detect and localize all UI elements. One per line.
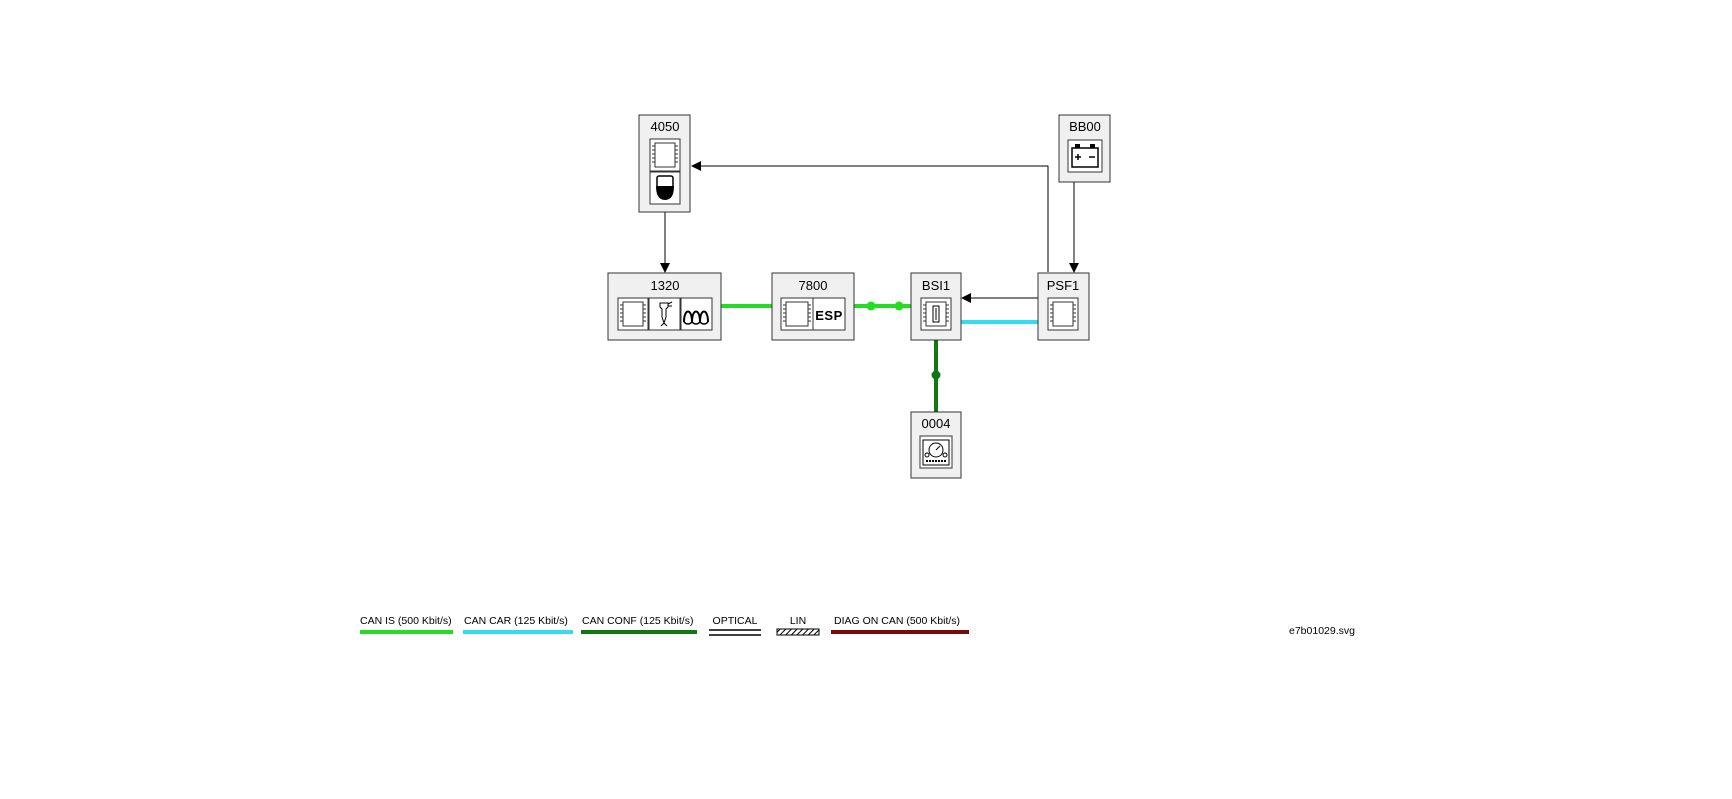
fused-chip-icon [920, 297, 952, 331]
node-7800[interactable]: 7800 ESP [771, 272, 855, 341]
battery-icon [1067, 139, 1103, 173]
injector-icon [648, 297, 681, 331]
ecu-chip-icon [649, 138, 681, 172]
glow-coil-icon [680, 297, 713, 331]
node-4050[interactable]: 4050 [638, 114, 691, 213]
esp-icon: ESP [812, 297, 846, 331]
node-bsi1[interactable]: BSI1 [910, 272, 962, 341]
can-is-junction-dot [866, 301, 876, 311]
node-label: 0004 [922, 416, 951, 431]
legend: CAN IS (500 Kbit/s) CAN CAR (125 Kbit/s)… [360, 615, 969, 636]
node-label: BB00 [1069, 119, 1101, 134]
can-is-junction-dot [894, 301, 904, 311]
legend-label: CAN CAR (125 Kbit/s) [464, 615, 568, 627]
esp-icon-text: ESP [815, 308, 843, 323]
legend-item-optical: OPTICAL [709, 615, 761, 636]
node-label: 1320 [651, 278, 680, 293]
legend-label: LIN [790, 615, 806, 627]
node-bb00[interactable]: BB00 [1058, 114, 1111, 183]
wire-psf1-4050 [691, 161, 1049, 272]
node-1320[interactable]: 1320 [607, 272, 722, 341]
instrument-panel-icon [919, 435, 953, 469]
can-conf-junction-dot [931, 370, 941, 380]
file-name: e7b01029.svg [1289, 625, 1355, 637]
connections [660, 161, 1079, 412]
ecu-chip-icon [1047, 297, 1079, 331]
legend-label: CAN CONF (125 Kbit/s) [582, 615, 693, 627]
node-label: BSI1 [922, 278, 950, 293]
legend-label: DIAG ON CAN (500 Kbit/s) [834, 615, 960, 627]
legend-item-diag-on-can: DIAG ON CAN (500 Kbit/s) [831, 615, 969, 634]
node-label: 4050 [651, 119, 680, 134]
legend-item-can-conf: CAN CONF (125 Kbit/s) [581, 615, 697, 634]
node-psf1[interactable]: PSF1 [1037, 272, 1090, 341]
legend-item-can-car: CAN CAR (125 Kbit/s) [463, 615, 573, 634]
legend-item-lin: LIN [776, 615, 820, 636]
reservoir-icon [649, 171, 681, 205]
node-label: PSF1 [1047, 278, 1080, 293]
ecu-chip-icon [617, 297, 649, 331]
ecu-chip-icon [780, 297, 814, 331]
legend-label: CAN IS (500 Kbit/s) [360, 615, 452, 627]
node-label: 7800 [799, 278, 828, 293]
node-0004[interactable]: 0004 [910, 411, 962, 479]
legend-label: OPTICAL [713, 615, 758, 627]
legend-item-can-is: CAN IS (500 Kbit/s) [360, 615, 453, 634]
